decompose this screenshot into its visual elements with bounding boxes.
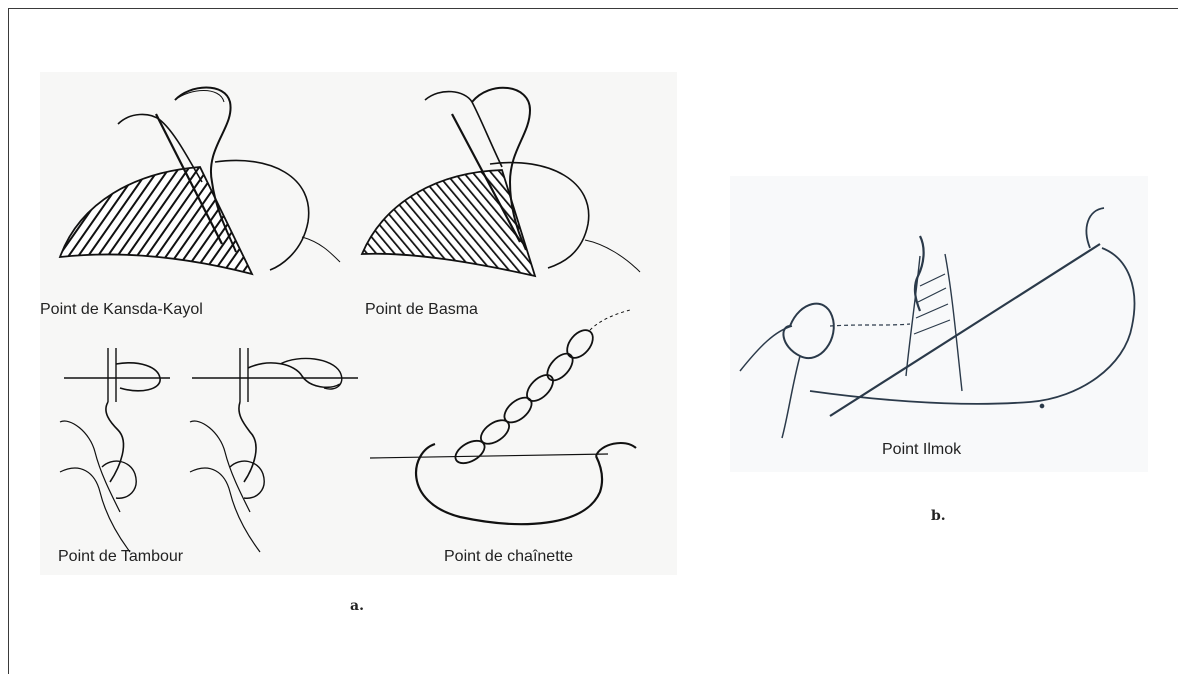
panel-b-illustration: Point Ilmok (730, 176, 1148, 472)
panel-a-drawing (40, 72, 677, 575)
basma-drawing (362, 88, 640, 276)
caption-tambour: Point de Tambour (58, 548, 183, 566)
caption-chainette: Point de chaînette (444, 548, 573, 566)
figure-frame-left (8, 8, 9, 674)
panel-a-illustration: Point de Kansda-Kayol Point de Basma Poi… (40, 72, 677, 575)
caption-basma: Point de Basma (365, 301, 478, 319)
kansda-kayol-drawing (60, 88, 340, 275)
panel-a-label: a. (350, 598, 364, 614)
caption-kansda-kayol: Point de Kansda-Kayol (40, 301, 203, 319)
caption-ilmok: Point Ilmok (882, 441, 961, 459)
panel-b-drawing (730, 176, 1148, 472)
figure-frame-top (8, 8, 1178, 9)
panel-b-label: b. (931, 508, 946, 524)
chainette-drawing (370, 310, 636, 524)
tambour-drawing (60, 348, 358, 552)
